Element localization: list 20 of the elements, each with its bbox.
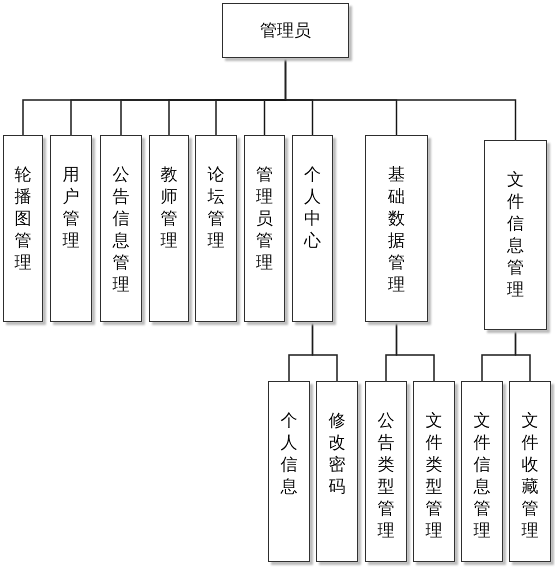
module-box: 公告信息管理 — [100, 135, 142, 322]
connector-line — [284, 58, 516, 140]
module-box: 用户管理 — [50, 135, 92, 322]
connector-line — [514, 330, 531, 381]
module-box: 文件收藏管理 — [509, 381, 551, 562]
module-box: 文件类型管理 — [413, 381, 455, 562]
module-box: 管理员管理 — [244, 135, 285, 322]
module-box: 个人信息 — [268, 381, 310, 562]
module-box: 公告类型管理 — [365, 381, 407, 562]
module-box: 基础数据管理 — [365, 135, 428, 322]
module-box: 修改密码 — [316, 381, 358, 562]
module-box: 教师管理 — [149, 135, 189, 322]
connector-line — [396, 322, 435, 381]
module-box: 管理员 — [222, 3, 349, 58]
module-box: 文件信息管理 — [461, 381, 503, 562]
module-box: 论坛管理 — [195, 135, 237, 322]
module-box: 轮播图管理 — [3, 135, 43, 322]
module-box: 文件信息管理 — [484, 140, 547, 330]
connector-line — [312, 322, 338, 381]
module-box: 个人中心 — [292, 135, 333, 322]
